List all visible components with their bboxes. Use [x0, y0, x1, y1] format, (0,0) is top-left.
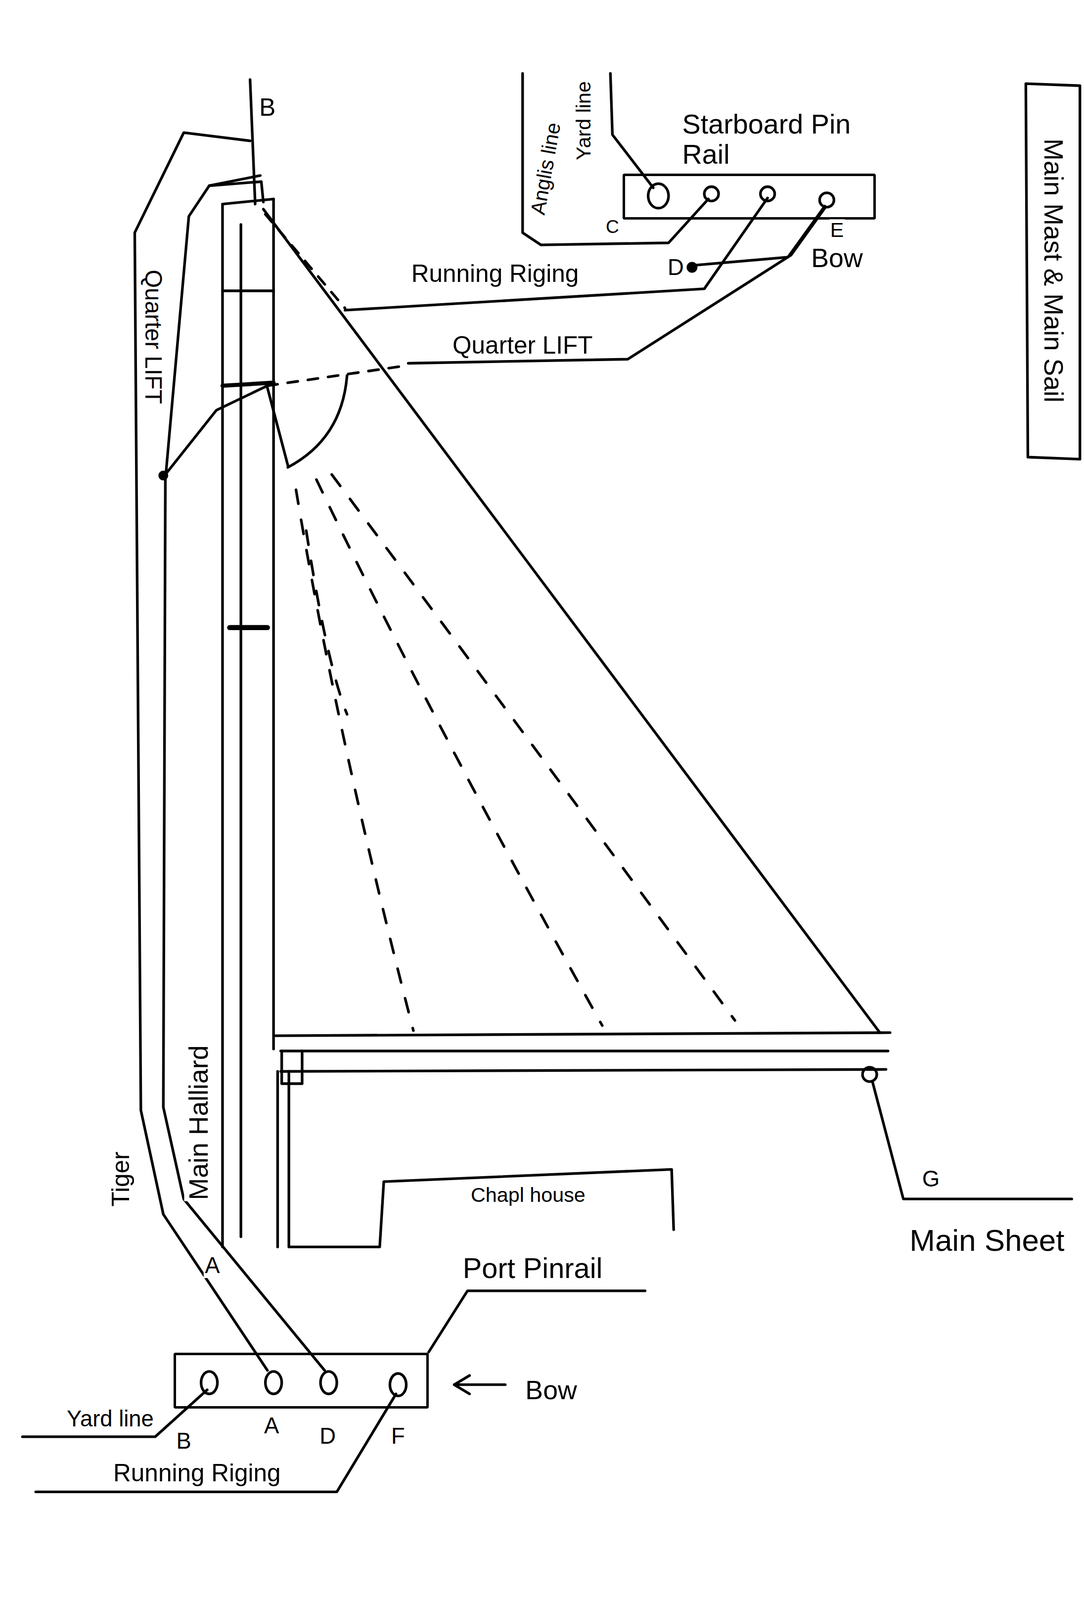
rigging-label: C	[604, 216, 621, 237]
rigging-label: G	[921, 1166, 941, 1192]
rigging-label: Running Riging	[112, 1459, 282, 1487]
rigging-label: Quarter LIFT	[139, 268, 166, 406]
rigging-label: Main Sheet	[908, 1223, 1066, 1258]
rigging-label: Quarter LIFT	[451, 331, 594, 359]
rigging-label: Tiger	[106, 1150, 134, 1208]
rigging-label: Yard line	[65, 1406, 155, 1432]
rigging-label: Anglis line	[526, 119, 566, 218]
rigging-label: Bow	[524, 1375, 578, 1405]
rigging-label: D	[666, 255, 685, 280]
rigging-label: D	[318, 1423, 337, 1449]
rigging-label: B	[175, 1428, 192, 1454]
rail-heading: Starboard Pin Rail	[681, 109, 868, 171]
rigging-label: A	[203, 1253, 221, 1278]
rigging-label: Running Riging	[410, 260, 581, 287]
rigging-label: A	[263, 1413, 280, 1439]
pin-rail: Port Pinrail	[173, 1352, 429, 1409]
rigging-label: E	[829, 219, 846, 242]
rail-heading: Port Pinrail	[461, 1252, 699, 1285]
rigging-label: F	[390, 1423, 407, 1449]
rigging-label: Bow	[810, 243, 864, 273]
rigging-label: Main Halliard	[184, 1044, 214, 1202]
rigging-label: Yard line	[572, 80, 595, 162]
rigging-label: B	[258, 93, 277, 121]
house-outline: Chapl house	[382, 1175, 674, 1251]
pin-rail: Starboard Pin Rail	[622, 173, 876, 220]
house-label: Chapl house	[469, 1183, 587, 1207]
title-text: Main Mast & Main Sail	[1038, 137, 1069, 404]
